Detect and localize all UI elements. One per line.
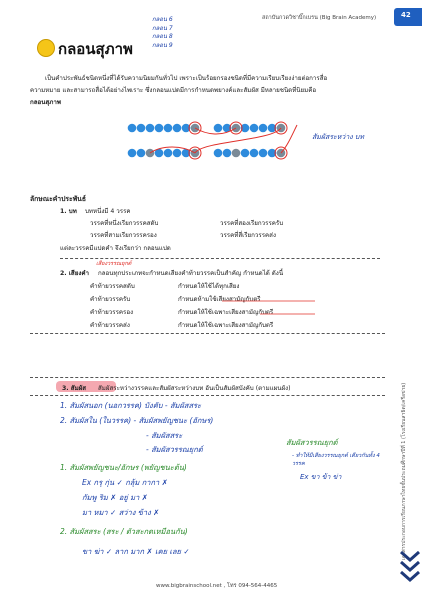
item1-row2-col1: วรรคที่สามเรียกวรรครอง — [90, 232, 157, 239]
hw-line-3: - สัมผัสสระ — [146, 431, 183, 440]
hw-example-3: มา หมา ✓ สว่าง ข้าง ✗ — [82, 508, 160, 517]
item2-row4-col2: กำหนดให้ใช้เฉพาะเสียงสามัญกับตรี — [178, 322, 274, 329]
title: กลอนสุภาพ — [58, 40, 133, 58]
page-number-badge — [394, 8, 422, 26]
hw-side-note-1: สัมผัสวรรณยุกต์ — [286, 438, 338, 447]
hw-side-note-3: Ex ขา ข้า ข่า — [300, 473, 342, 481]
footer-text: www.bigbrainschool.net , โทร 094-564-446… — [156, 583, 278, 589]
item1-row1-col1: วรรคที่หนึ่งเรียกวรรคสดับ — [90, 220, 159, 227]
divider — [30, 333, 385, 334]
item1-row2-col2: วรรคที่สี่เรียกวรรคส่ง — [220, 232, 276, 239]
item1-footer: แต่ละวรรคมีแปดคำ จึงเรียกว่า กลอนแปด — [60, 245, 171, 252]
row-2-dots — [127, 148, 286, 158]
divider — [30, 395, 385, 396]
item2-text: กลอนทุกประเภทจะกำหนดเสียงคำท้ายวรรคเป็นส… — [98, 270, 284, 277]
brain-logo-icon — [37, 39, 55, 57]
hw-line-4: - สัมผัสวรรณยุกต์ — [146, 445, 203, 454]
chevron-down-icon — [400, 550, 420, 583]
rhyme-diagram — [122, 115, 302, 167]
item2-row1-col1: คำท้ายวรรคสดับ — [90, 283, 135, 290]
note-line: กลอน 8 — [152, 33, 173, 40]
divider — [60, 258, 380, 259]
item3-text: สัมผัสระหว่างวรรคและสัมผัสระหว่างบท อันเ… — [98, 385, 291, 392]
item2-row1-col2: กำหนดให้ใช้ได้ทุกเสียง — [178, 283, 240, 290]
hw-line-6: 2. สัมผัสสระ (สระ / ตัวสะกดเหมือนกัน) — [60, 527, 188, 536]
item2-row2-col2: กำหนดห้ามใช้เสียงสามัญกับตรี — [178, 296, 261, 303]
item1-label: 1. บท — [60, 208, 77, 215]
underline-marks — [222, 300, 315, 315]
hw-example-2: กัมพู ริม ✗ อยู่ มา ✗ — [82, 493, 148, 502]
item2-row4-col1: คำท้ายวรรคส่ง — [90, 322, 130, 329]
section-heading: ลักษณะคำประพันธ์ — [30, 195, 86, 203]
rhyme-links — [149, 121, 298, 160]
hw-side-note-2: - ทำให้มีเสียงวรรณยุกต์ เดียวกันทั้ง 4 ว… — [292, 453, 380, 467]
item1-row1-col2: วรรคที่สองเรียกวรรครับ — [220, 220, 284, 227]
intro-line-2: ความหมาย และสามารถสื่อได้อย่างไพเราะ ซึ่… — [30, 87, 317, 94]
item3-highlight — [56, 381, 116, 392]
hw-line-2: 2. สัมผัสใน (ในวรรค) - สัมผัสพยัญชนะ (อั… — [60, 416, 214, 425]
item2-label: 2. เสียงคำ — [60, 270, 89, 277]
item3-label: 3. สัมผัส — [62, 385, 87, 392]
hw-line-5: 1. สัมผัสพยัญชนะ/อักษร (พยัญชนะต้น) — [60, 463, 187, 472]
note-line: กลอน 7 — [152, 24, 173, 32]
hw-line-1: 1. สัมผัสนอก (นอกวรรค) บังคับ - สัมผัสสร… — [60, 401, 202, 410]
row-1-dots — [127, 123, 286, 133]
intro-line-1: เป็นคำประพันธ์ชนิดหนึ่งที่ได้รับความนิยม… — [45, 75, 328, 82]
rhyme-diagram-svg — [127, 121, 298, 160]
note-line: กลอน 6 — [152, 16, 173, 23]
note-line: กลอน 9 — [152, 41, 173, 49]
item2-row3-col1: คำท้ายวรรครอง — [90, 309, 134, 316]
diagram-note: สัมผัสระหว่าง บท — [312, 133, 364, 141]
hw-example-4: ขา ฆ่า ✓ ลาก มาก ✗ เคย เลย ✓ — [82, 547, 190, 556]
intro-line-3: กลอนสุภาพ — [30, 99, 61, 106]
divider — [30, 377, 385, 378]
poem-types-note: กลอน 6 กลอน 7 กลอน 8 กลอน 9 — [152, 16, 173, 50]
item1-text: บทหนึ่งมี 4 วรรค — [85, 208, 131, 215]
item2-row3-col2: กำหนดให้ใช้เฉพาะเสียงสามัญกับตรี — [178, 309, 274, 316]
side-text: เอกสารประกอบการเรียนภาษาไทยชั้นประถมศึกษ… — [401, 382, 407, 560]
item2-annotation: เสียงวรรณยุกต์ — [96, 261, 132, 267]
hw-example-1: Ex กรุ กุ่น ✓ กลุ้ม กากา ✗ — [82, 478, 168, 487]
item2-row2-col1: คำท้ายวรรครับ — [90, 296, 131, 303]
page-number: 42 — [401, 11, 411, 19]
site-header: สถาบันกวดวิชาบิ๊กเบรน (Big Brain Academy… — [262, 15, 377, 21]
